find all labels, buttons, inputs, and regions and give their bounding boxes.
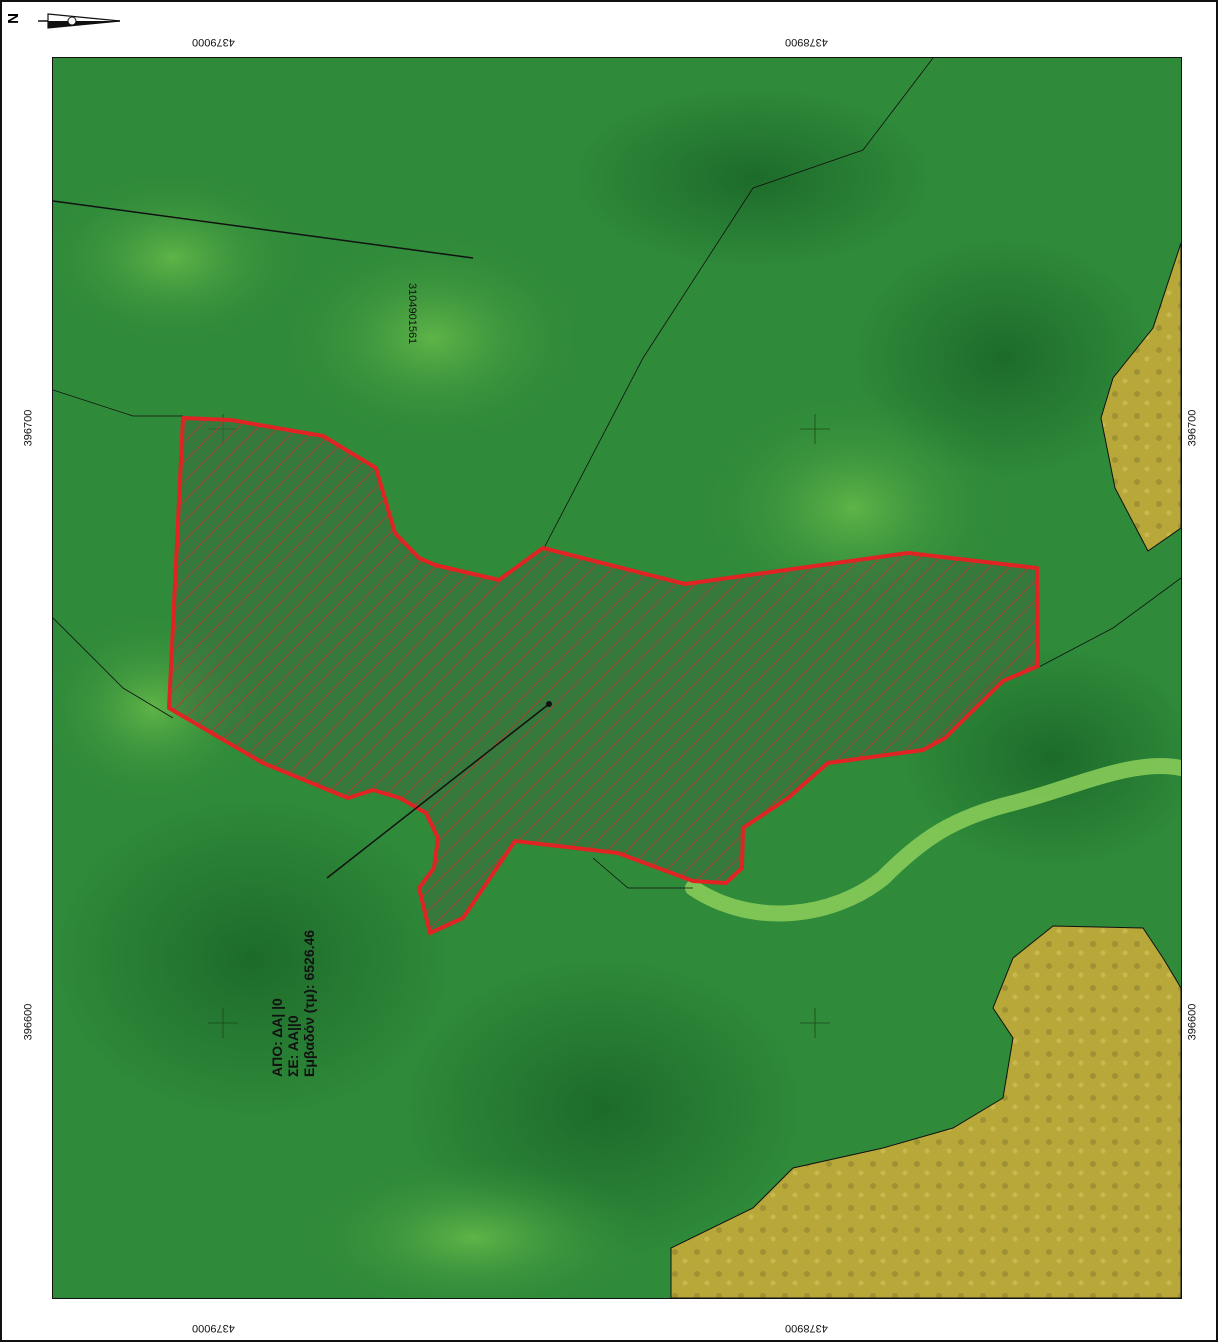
top-tick-1: 4379000 xyxy=(192,36,235,48)
parcel-centroid xyxy=(546,701,552,707)
top-tick-2: 4378900 xyxy=(785,36,828,48)
stream xyxy=(685,758,1181,922)
boundary-line-5 xyxy=(592,857,693,889)
boundary-line-parcel xyxy=(53,200,474,259)
right-tick-1: 396700 xyxy=(1186,409,1199,447)
parcel-annotation: ΑΠΟ: ΔΑ| |0 ΣΕ: ΑΑ||0 Εμβαδόν (τμ): 6526… xyxy=(269,837,317,1077)
boundary-line-3 xyxy=(53,617,174,719)
agricultural-area-top xyxy=(1100,242,1181,552)
boundary-line-2 xyxy=(542,58,934,551)
map-canvas[interactable]: 3104901561 ΑΠΟ: ΔΑ| |0 ΣΕ: ΑΑ||0 Εμβαδόν… xyxy=(52,57,1182,1299)
annotation-to: ΣΕ: ΑΑ||0 xyxy=(285,1015,301,1077)
north-arrow xyxy=(8,8,128,34)
annotation-area: Εμβαδόν (τμ): 6526.46 xyxy=(301,929,317,1077)
left-tick-1: 396700 xyxy=(22,409,35,447)
north-label: N xyxy=(4,13,22,24)
bottom-tick-2: 4378900 xyxy=(785,1322,828,1334)
aerial-imagery xyxy=(53,58,1181,1298)
annotation-from: ΑΠΟ: ΔΑ| |0 xyxy=(269,998,285,1077)
parcel-id-label: 3104901561 xyxy=(406,283,418,345)
boundary-line-1 xyxy=(53,389,183,417)
annotation-leader xyxy=(326,703,550,879)
bottom-tick-1: 4379000 xyxy=(192,1322,235,1334)
parcel-polygon[interactable] xyxy=(167,416,1040,935)
left-tick-2: 396600 xyxy=(22,1003,35,1041)
agricultural-area-bottom xyxy=(670,925,1181,1298)
boundary-line-4 xyxy=(1036,577,1181,669)
right-tick-2: 396600 xyxy=(1186,1003,1199,1041)
